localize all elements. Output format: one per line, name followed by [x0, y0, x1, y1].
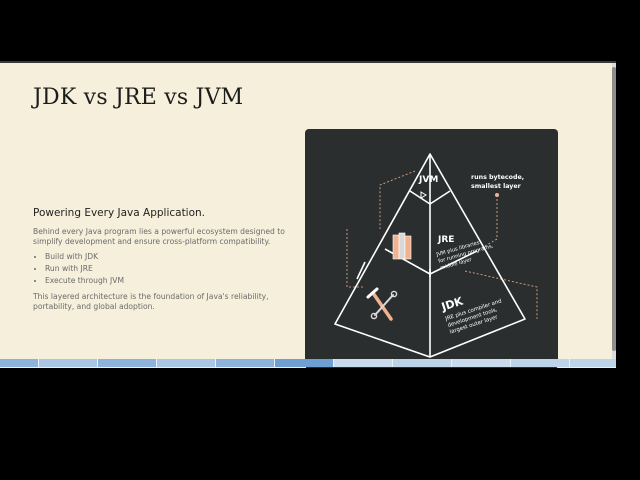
strip-segment[interactable] — [511, 359, 570, 367]
presentation-slide: JDK vs JRE vs JVM Powering Every Java Ap… — [0, 61, 616, 368]
bottom-slide-strip — [0, 359, 616, 367]
jvm-connector-left — [379, 170, 416, 229]
strip-segment[interactable] — [275, 359, 334, 367]
jre-connector-left — [346, 229, 363, 288]
slide-subtitle: Powering Every Java Application. — [33, 207, 206, 219]
connector-dot — [495, 193, 499, 197]
scrollbar-thumb[interactable] — [612, 67, 616, 351]
strip-segment[interactable] — [216, 359, 275, 367]
jvm-tier-edge — [409, 190, 451, 205]
strip-segment[interactable] — [157, 359, 216, 367]
strip-segment[interactable] — [393, 359, 452, 367]
jvm-desc-line2: smallest layer — [471, 183, 522, 190]
strip-segment[interactable] — [452, 359, 511, 367]
intro-paragraph: Behind every Java program lies a powerfu… — [33, 227, 285, 246]
strip-segment[interactable] — [98, 359, 157, 367]
slide-body: Behind every Java program lies a powerfu… — [33, 227, 293, 317]
strip-segment[interactable] — [0, 359, 39, 367]
bullet-item: Build with JDK — [45, 252, 293, 262]
jre-label: JRE — [437, 235, 454, 245]
bullet-item: Run with JRE — [45, 264, 293, 274]
jre-connector-right — [464, 270, 538, 319]
slide-title: JDK vs JRE vs JVM — [33, 85, 244, 110]
strip-segment[interactable] — [39, 359, 98, 367]
play-icon — [420, 191, 427, 199]
jvm-connector-right — [469, 195, 498, 256]
strip-segment[interactable] — [334, 359, 393, 367]
pyramid-diagram: JVM runs bytecode, smallest layer JRE JV… — [334, 153, 538, 358]
bullet-list: Build with JDK Run with JRE Execute thro… — [33, 252, 293, 286]
vertical-scrollbar[interactable] — [612, 63, 616, 363]
hammer-wrench-icon — [366, 287, 398, 321]
jdk-face-detail — [356, 261, 366, 280]
jvm-desc-line1: runs bytecode, — [471, 174, 524, 181]
closing-paragraph: This layered architecture is the foundat… — [33, 292, 269, 311]
jvm-label: JVM — [418, 175, 438, 185]
library-books-icon — [392, 232, 412, 260]
pyramid-diagram-panel: JVM runs bytecode, smallest layer JRE JV… — [305, 129, 558, 368]
bullet-item: Execute through JVM — [45, 276, 293, 286]
